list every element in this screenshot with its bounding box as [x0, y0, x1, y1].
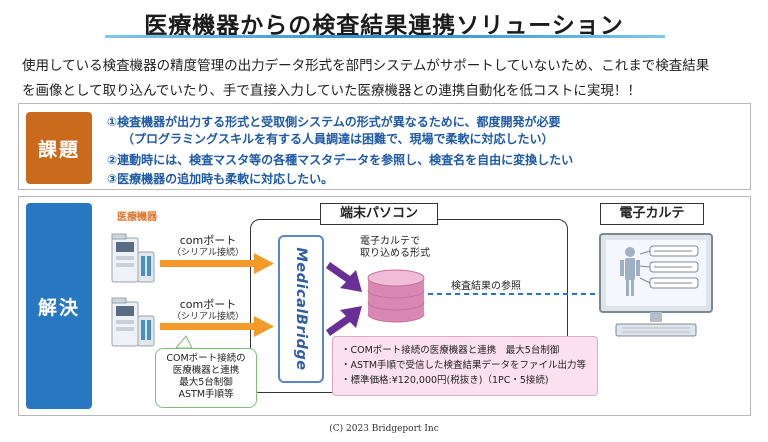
intro-line-1: 使用している検査機器の精度管理の出力データ形式を部門システムがサポートしていない…	[22, 58, 710, 74]
issue-line-3: ③医療機器の追加時も柔軟に対応したい。	[107, 172, 334, 186]
com-port-label-2: comポート （シリアル接続）	[166, 298, 250, 324]
purple-arrow-1	[326, 262, 362, 292]
intro-line-2: を画像として取り込んでいたり、手で直接入力していた医療機器との連携自動化を低コス…	[22, 83, 641, 99]
feature-line-2: ・ASTM手順で受信した検査結果データをファイル出力等	[341, 360, 587, 371]
pc-title: 端末パソコン	[320, 203, 438, 225]
com-port-main: comポート	[179, 234, 237, 247]
purple-arrow-2	[326, 306, 362, 336]
feature-box: ・COMポート接続の医療機器と連携 最大5台制御 ・ASTM手順で受信した検査結…	[332, 336, 598, 396]
callout-pointer	[174, 335, 193, 349]
com-port-main: comポート	[179, 298, 237, 311]
issue-line-2: ②連動時には、検査マスタ等の各種マスタデータを参照し、検査名を自由に変換したい	[107, 153, 574, 167]
device-callout: COMポート接続の 医療機器と連携 最大5台制御 ASTM手順等	[155, 348, 257, 408]
title-underline	[105, 35, 665, 38]
callout-line-2: 医療機器と連携	[172, 365, 240, 376]
feature-line-1: ・COMポート接続の医療機器と連携 最大5台制御	[341, 345, 560, 356]
monitor-icon	[599, 233, 713, 337]
com-port-sub: （シリアル接続）	[172, 248, 244, 258]
copyright: (C) 2023 Bridgeport Inc	[329, 424, 439, 434]
issues-label: 課題	[26, 112, 92, 184]
orange-arrow-1	[160, 253, 274, 274]
callout-line-3: 最大5台制御	[179, 377, 233, 388]
db-caption: 電子カルテで 取り込める形式	[360, 236, 430, 260]
reference-label: 検査結果の参照	[451, 281, 521, 292]
orange-arrow-2	[160, 316, 274, 337]
medical-device-icon	[111, 297, 155, 347]
com-port-label-1: comポート （シリアル接続）	[166, 234, 250, 260]
devices-header: 医療機器	[117, 212, 157, 223]
feature-line-3: ・標準価格:¥120,000円(税抜き)（1PC・5接続)	[341, 375, 549, 386]
solution-label: 解決	[26, 203, 92, 409]
db-caption-line-2: 取り込める形式	[360, 248, 430, 259]
callout-line-1: COMポート接続の	[166, 353, 246, 364]
emr-title: 電子カルテ	[600, 203, 704, 225]
database-icon	[367, 269, 425, 323]
medical-device-icon	[111, 233, 155, 283]
issues-panel	[18, 103, 751, 190]
middleware-box	[278, 235, 324, 383]
com-port-sub: （シリアル接続）	[172, 312, 244, 322]
page-title: 医療機器からの検査結果連携ソリューション	[144, 13, 624, 39]
callout-line-4: ASTM手順等	[178, 389, 234, 400]
issue-line-1b: （プログラミングスキルを有する人員調達は困難で、現場で柔軟に対応したい）	[122, 132, 554, 146]
reference-arrow	[428, 288, 612, 300]
db-caption-line-1: 電子カルテで	[360, 236, 420, 247]
issue-line-1: ①検査機器が出力する形式と受取側システムの形式が異なるために、都度開発が必要	[107, 115, 561, 129]
